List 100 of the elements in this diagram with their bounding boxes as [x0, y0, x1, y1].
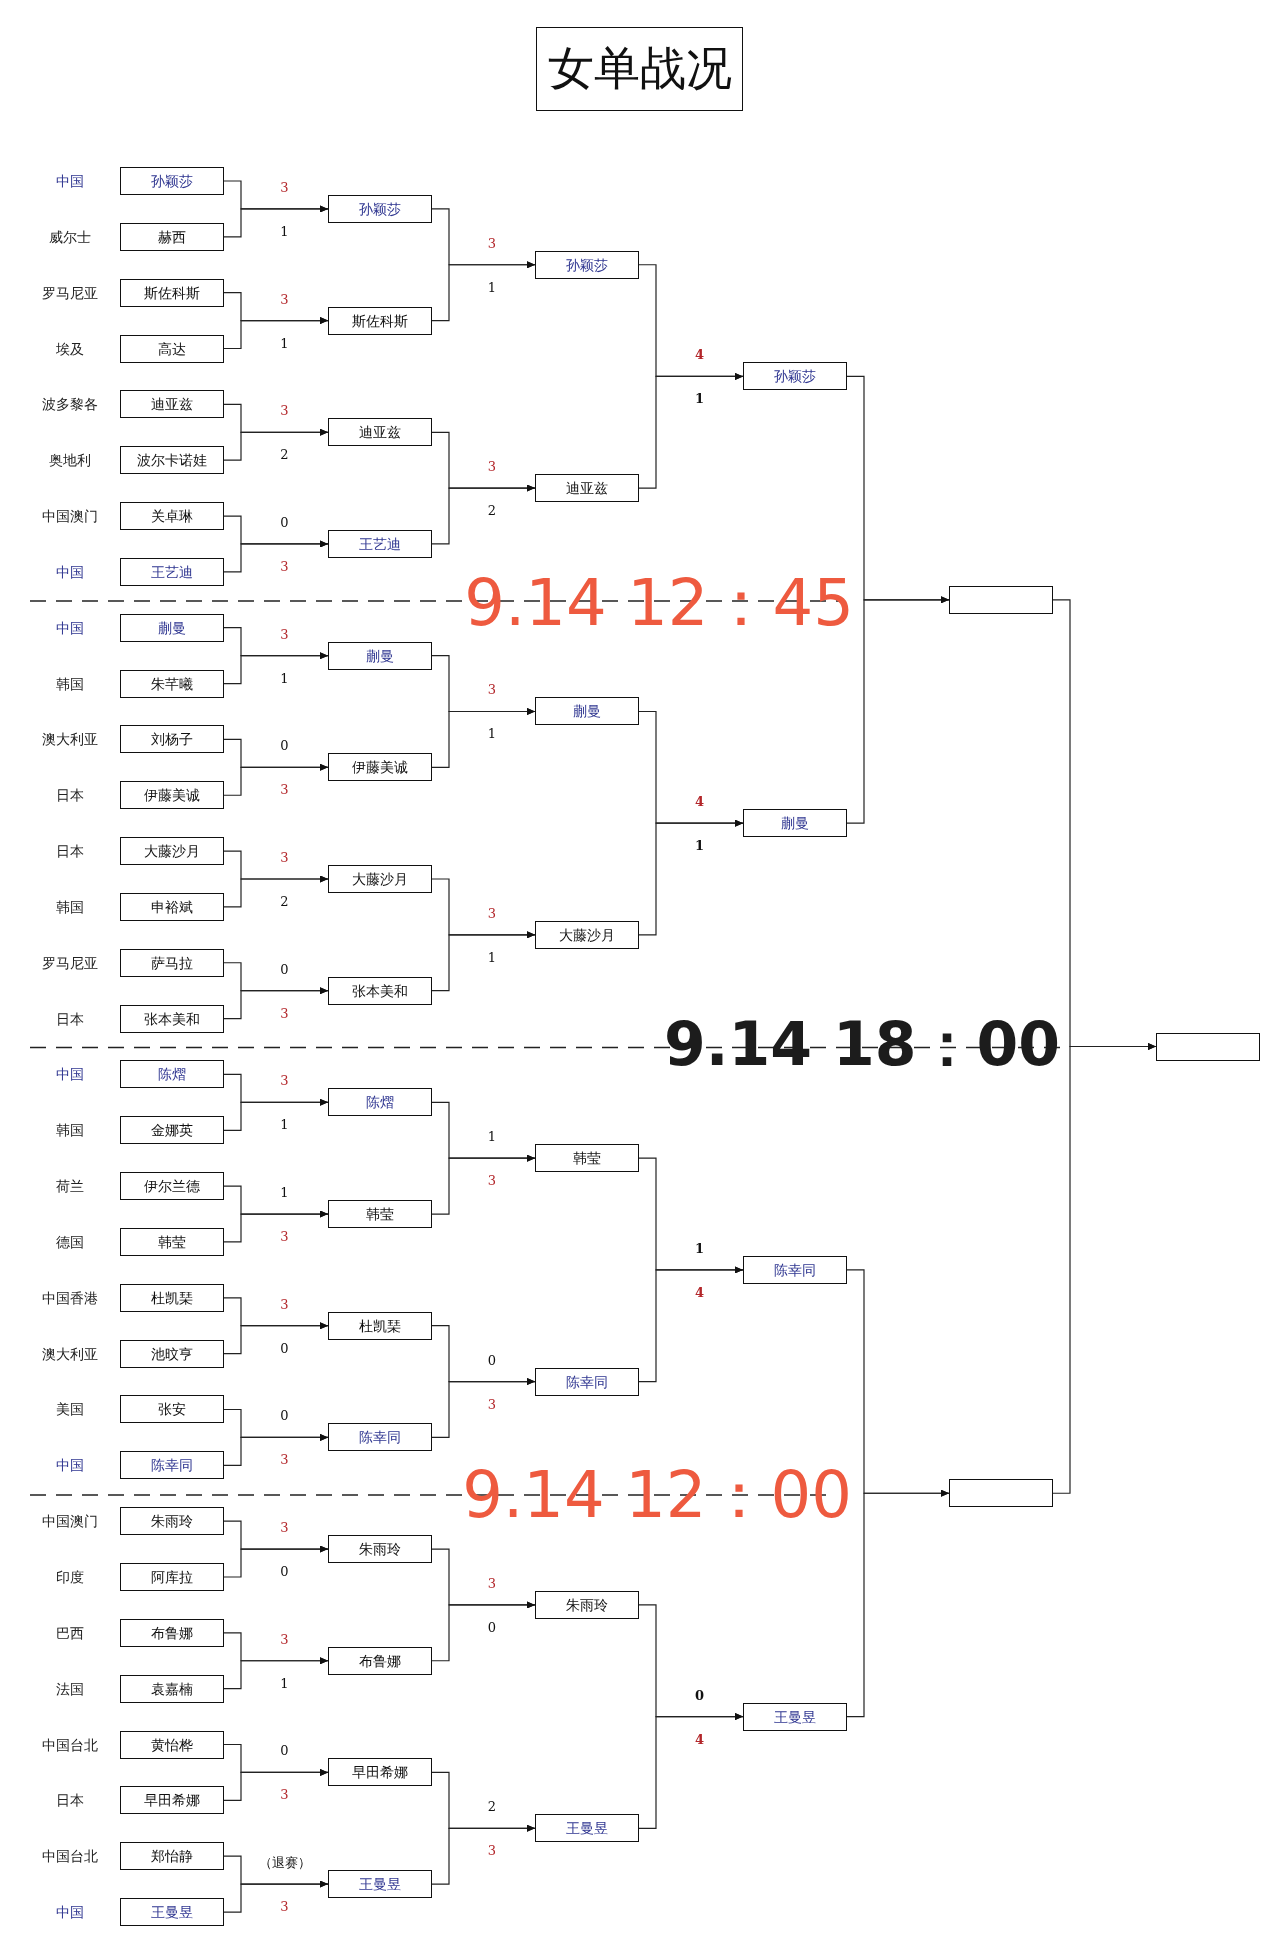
bracket-arrow	[431, 1601, 536, 1662]
match-result-label: （退赛）	[258, 1855, 311, 1872]
player-name-box: 王曼昱	[120, 1898, 224, 1927]
bracket-arrow	[638, 819, 744, 936]
bracket-arrow	[431, 931, 536, 992]
player-name-box: 阿库拉	[120, 1563, 224, 1591]
country-name: 德国	[56, 1232, 84, 1251]
match-result-label: 1	[280, 223, 289, 240]
match-result-label: 3	[280, 1899, 289, 1916]
player-name-box: 陈幸同	[328, 1423, 432, 1452]
match-result-label: 0	[280, 1408, 289, 1425]
match-result-label: 3	[487, 1575, 497, 1592]
player-name-box: 王艺迪	[328, 529, 432, 558]
match-result-label: 3	[487, 235, 497, 252]
player-name-box: 蒯曼	[328, 641, 432, 670]
country-name: 澳大利亚	[42, 1344, 98, 1363]
country-name: 中国	[56, 1903, 84, 1922]
match-result-label: 3	[487, 1396, 497, 1413]
player-name-box: 斯佐科斯	[120, 278, 224, 307]
player-name-box: 大藤沙月	[535, 920, 639, 949]
match-result-label: 0	[280, 1743, 289, 1760]
country-name: 中国台北	[42, 1735, 98, 1754]
match-result-label: 1	[280, 335, 289, 352]
bracket-arrow	[638, 1266, 744, 1383]
player-name-box: 关卓琳	[120, 502, 224, 531]
country-name: 中国澳门	[42, 507, 98, 526]
player-name-box: 陈幸同	[535, 1367, 639, 1396]
player-name-box: 陈熠	[328, 1088, 432, 1117]
match-result-label: 3	[280, 1452, 289, 1469]
bracket-arrow	[846, 1489, 950, 1718]
match-result-label: 1	[280, 1185, 289, 1202]
player-name-box: 张本美和	[120, 1004, 224, 1033]
match-result-label: 0	[280, 514, 289, 531]
match-result-label: 3	[280, 558, 289, 575]
match-result-label: 3	[280, 626, 289, 643]
bracket-arrow	[1052, 1043, 1157, 1494]
country-name: 韩国	[56, 1121, 84, 1140]
country-name: 威尔士	[49, 227, 91, 246]
player-name-box: 朱雨玲	[535, 1590, 639, 1619]
country-name: 印度	[56, 1568, 84, 1586]
country-name: 巴西	[56, 1623, 84, 1642]
country-name: 波多黎各	[42, 395, 98, 414]
country-name: 中国澳门	[42, 1512, 98, 1531]
player-name-box: 韩莹	[120, 1227, 224, 1256]
player-name-box: 布鲁娜	[120, 1618, 224, 1647]
country-name: 中国台北	[42, 1847, 98, 1866]
match-result-label: 3	[280, 1296, 289, 1313]
player-name-box: 迪亚兹	[328, 418, 432, 447]
player-name-box: 孙颖莎	[535, 250, 639, 279]
country-name: 埃及	[56, 339, 84, 358]
player-name-box: 蒯曼	[743, 809, 847, 838]
match-result-label: 0	[487, 1352, 497, 1369]
player-name-box: 池旼亨	[120, 1339, 224, 1368]
bracket-arrow	[223, 875, 329, 908]
player-name-box: 孙颖莎	[328, 194, 432, 223]
player-name-box: 陈幸同	[743, 1255, 847, 1284]
player-name-box: 赫西	[120, 222, 224, 251]
match-result-label: 1	[487, 949, 497, 966]
match-result-label: 3	[280, 1631, 289, 1648]
country-name: 中国	[56, 1456, 84, 1475]
player-name-box: 伊尔兰德	[120, 1172, 224, 1201]
match-result-label: 4	[695, 1284, 704, 1301]
player-name-box: 陈幸同	[120, 1451, 224, 1480]
player-name-box: 高达	[120, 334, 224, 363]
country-name: 罗马尼亚	[42, 283, 98, 302]
player-name-box: 申裕斌	[120, 892, 224, 921]
country-name: 韩国	[56, 674, 84, 693]
match-result-label: 2	[487, 503, 497, 520]
bracket-arrow	[431, 708, 536, 768]
match-result-label: 0	[695, 1687, 704, 1704]
match-result-label: 3	[487, 682, 497, 699]
diagram-title: 女单战况	[536, 27, 743, 111]
match-result-label: 3	[280, 782, 289, 799]
match-result-label: 3	[487, 905, 497, 922]
player-name-box: 朱雨玲	[328, 1535, 432, 1564]
match-result-label: 1	[280, 1675, 289, 1692]
bracket-arrow	[223, 763, 329, 796]
player-name-box: 金娜英	[120, 1116, 224, 1145]
match-result-label: 0	[280, 738, 289, 755]
match-result-label: 1	[487, 726, 497, 743]
match-result-label: 0	[280, 961, 289, 978]
match-result-label: 2	[280, 447, 289, 464]
player-name-box: 大藤沙月	[120, 837, 224, 866]
country-name: 中国	[56, 172, 84, 190]
player-name-box: 早田希娜	[328, 1758, 432, 1787]
bracket-arrow	[223, 540, 329, 573]
empty-slot	[1156, 1032, 1260, 1061]
bracket-arrow	[431, 261, 536, 322]
country-name: 日本	[56, 842, 84, 861]
country-name: 韩国	[56, 897, 84, 916]
match-result-label: 1	[487, 279, 497, 296]
player-name-box: 韩莹	[328, 1200, 432, 1229]
match-result-label: 2	[280, 894, 289, 910]
bracket-arrow	[223, 987, 329, 1020]
match-result-label: 3	[280, 1005, 289, 1022]
match-result-label: 0	[280, 1564, 289, 1581]
country-name: 美国	[56, 1400, 84, 1419]
player-name-box: 王艺迪	[120, 557, 224, 586]
player-name-box: 王曼昱	[535, 1814, 639, 1843]
player-name-box: 王曼昱	[743, 1702, 847, 1731]
